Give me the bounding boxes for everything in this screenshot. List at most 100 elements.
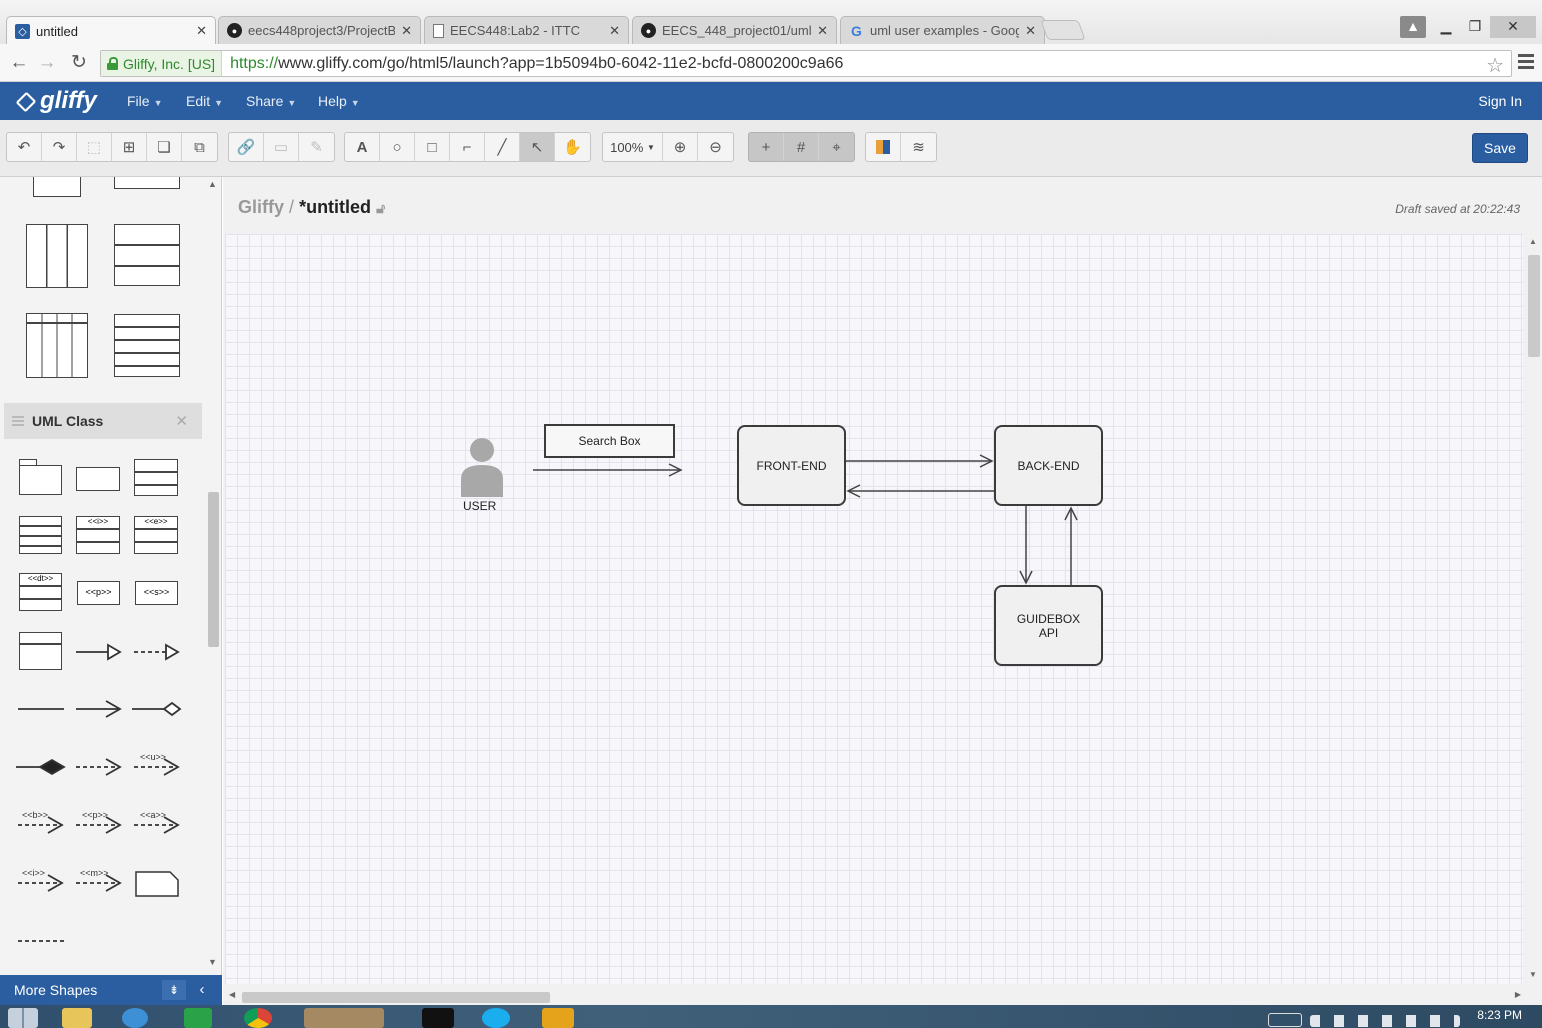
new-tab-button[interactable] (1040, 20, 1086, 40)
chrome-icon[interactable] (244, 1008, 272, 1028)
scroll-left-icon[interactable]: ◀ (229, 990, 236, 999)
theme-icon[interactable] (866, 133, 901, 161)
scroll-up-icon[interactable]: ▲ (208, 179, 217, 189)
user-to-search-arrow[interactable] (533, 463, 683, 477)
close-icon[interactable]: ✕ (196, 23, 207, 38)
save-button[interactable]: Save (1472, 133, 1528, 163)
skype-icon[interactable] (482, 1008, 510, 1028)
back-to-api-arrow[interactable] (1019, 506, 1033, 585)
hand-tool-icon[interactable]: ✋ (563, 139, 582, 156)
zoom-in-icon[interactable]: ⊕ (663, 133, 698, 161)
drag-handle-icon[interactable] (12, 414, 24, 428)
keyboard-icon[interactable] (1268, 1013, 1302, 1027)
notepad-icon[interactable] (304, 1008, 384, 1028)
primitive-shape[interactable]: <<p>> (77, 581, 120, 605)
table-3col-shape[interactable] (26, 224, 88, 288)
tab-uml-user-examples[interactable]: G uml user examples - Goog ✕ (840, 16, 1045, 44)
rectangle-tool-icon[interactable]: □ (415, 133, 450, 161)
chrome-menu-icon[interactable] (1518, 54, 1534, 72)
signal-shape[interactable]: <<s>> (135, 581, 178, 605)
class-shape[interactable] (76, 467, 120, 491)
back-to-front-arrow[interactable] (846, 484, 994, 498)
redo-icon[interactable]: ↷ (42, 133, 77, 161)
layers-icon[interactable]: ≋ (912, 139, 925, 156)
scroll-up-icon[interactable]: ▲ (1529, 237, 1537, 246)
uml-class-section-header[interactable]: UML Class ✕ (4, 403, 202, 439)
table-shape[interactable] (114, 177, 180, 189)
comment-icon[interactable]: ▭ (264, 133, 299, 161)
bookmark-star-icon[interactable]: ☆ (1486, 55, 1504, 77)
back-icon[interactable]: ← (9, 52, 29, 73)
document-title[interactable]: *untitled (299, 197, 372, 217)
note-shape[interactable] (135, 871, 179, 897)
scroll-down-icon[interactable]: ▼ (1529, 970, 1537, 979)
crosshair-icon[interactable]: + (749, 133, 784, 161)
start-button-icon[interactable] (8, 1008, 38, 1028)
zoom-out-icon[interactable]: ⊖ (709, 139, 722, 156)
reload-icon[interactable]: ↻ (71, 52, 87, 73)
class-3part-shape[interactable] (134, 459, 178, 496)
connector-tool-icon[interactable]: ⌐ (450, 133, 485, 161)
gliffy-logo[interactable]: gliffy (15, 87, 97, 115)
bring-front-icon[interactable]: ❏ (147, 133, 182, 161)
menu-help[interactable]: Help▼ (318, 93, 360, 109)
table-4col-shape[interactable] (26, 313, 88, 378)
table-shape[interactable] (33, 177, 81, 197)
restore-button[interactable]: ❐ (1468, 18, 1482, 34)
ungroup-icon[interactable]: ⊞ (112, 133, 147, 161)
search-box-shape[interactable]: Search Box (544, 424, 675, 458)
breadcrumb-root[interactable]: Gliffy (238, 197, 285, 217)
diagram-canvas[interactable]: USER Search Box FRONT-END BACK-END GUIDE… (225, 234, 1523, 984)
close-icon[interactable]: ✕ (1025, 22, 1036, 38)
close-icon[interactable]: ✕ (175, 413, 188, 430)
menu-edit[interactable]: Edit▼ (186, 93, 223, 109)
store-icon[interactable] (184, 1008, 212, 1028)
guidebox-api-shape[interactable]: GUIDEBOX API (994, 585, 1103, 666)
minimize-button[interactable]: ▁ (1440, 18, 1452, 34)
package-shape[interactable] (19, 465, 62, 495)
snap-icon[interactable]: ⌖ (832, 138, 841, 156)
panel-scroll-thumb[interactable] (208, 492, 219, 647)
profile-icon[interactable]: ▲ (1400, 16, 1426, 38)
close-window-button[interactable]: ✕ (1490, 16, 1536, 38)
scroll-right-icon[interactable]: ▶ (1514, 990, 1521, 999)
canvas-horizontal-scrollbar[interactable]: ◀ ▶ (227, 989, 1523, 1003)
table-rows-shape[interactable] (114, 224, 180, 286)
class-4part-shape[interactable] (19, 516, 62, 554)
canvas-hscroll-thumb[interactable] (242, 992, 550, 1003)
text-tool-icon[interactable]: A (345, 133, 380, 161)
unlock-icon[interactable]: 🔓︎ (376, 200, 386, 216)
zoom-select[interactable]: 100% ▼ (603, 133, 663, 161)
menu-share[interactable]: Share▼ (246, 93, 296, 109)
api-to-back-arrow[interactable] (1064, 506, 1078, 585)
forward-icon[interactable]: → (37, 52, 57, 73)
cmd-icon[interactable] (422, 1008, 454, 1028)
sign-in-link[interactable]: Sign In (1478, 93, 1522, 109)
internet-explorer-icon[interactable] (122, 1008, 148, 1028)
line-tool-icon[interactable]: ╱ (485, 133, 520, 161)
enum-shape[interactable]: <<e>> (134, 516, 178, 554)
tab-eecs-448-project01[interactable]: ● EECS_448_project01/uml- ✕ (632, 16, 837, 44)
grid-icon[interactable]: # (784, 133, 819, 161)
close-icon[interactable]: ✕ (401, 22, 412, 38)
group-icon[interactable]: ⬚ (77, 133, 112, 161)
close-icon[interactable]: ✕ (817, 22, 828, 38)
tab-eecs448project3[interactable]: ● eecs448project3/ProjectB ✕ (218, 16, 421, 44)
powerpoint-icon[interactable] (542, 1008, 574, 1028)
canvas-vscroll-thumb[interactable] (1528, 255, 1540, 357)
undo-icon[interactable]: ↶ (7, 133, 42, 161)
pointer-tool-icon[interactable]: ↖ (520, 133, 555, 161)
interface-shape[interactable]: <<i>> (76, 516, 120, 554)
datatype-shape[interactable]: <<dt>> (19, 573, 62, 611)
panel-scrollbar[interactable]: ▲ ▼ (204, 177, 220, 977)
front-to-back-arrow[interactable] (846, 454, 994, 468)
back-end-shape[interactable]: BACK-END (994, 425, 1103, 506)
security-chip[interactable]: Gliffy, Inc. [US] (101, 51, 223, 76)
file-explorer-icon[interactable] (62, 1008, 92, 1028)
tray-icons[interactable] (1310, 1015, 1460, 1027)
format-painter-icon[interactable]: ✎ (310, 139, 323, 156)
send-back-icon[interactable]: ⧉ (194, 138, 205, 156)
ellipse-tool-icon[interactable]: ○ (380, 133, 415, 161)
tab-untitled[interactable]: ◇ untitled ✕ (6, 16, 216, 45)
link-icon[interactable]: 🔗 (229, 133, 264, 161)
